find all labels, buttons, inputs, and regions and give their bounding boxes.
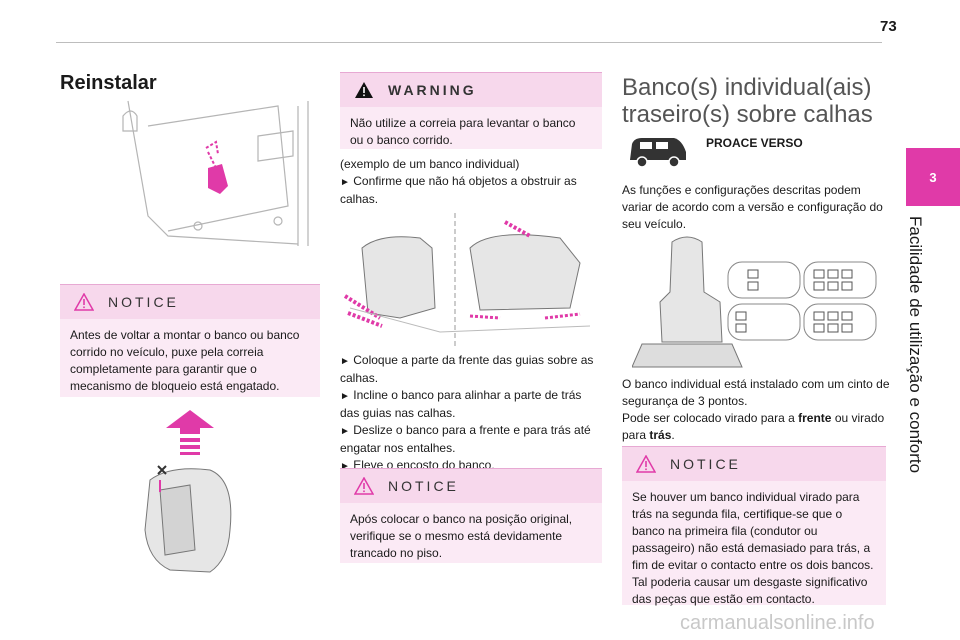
warning-text: Não utilize a correia para levantar o ba… xyxy=(350,116,576,147)
notice-text: Se houver um banco individual virado par… xyxy=(632,490,874,606)
step-3: Incline o banco para alinhar a parte de … xyxy=(340,388,582,420)
page-number: 73 xyxy=(880,18,897,35)
warning-label: WARNING xyxy=(388,82,477,98)
warning-triangle-filled-icon xyxy=(355,82,373,98)
model-label: PROACE VERSO xyxy=(706,136,803,150)
notice-label: NOTICE xyxy=(388,478,459,494)
notice-text: Após colocar o banco na posição original… xyxy=(350,512,573,560)
step-1: Confirme que não há objetos a obstruir a… xyxy=(340,174,577,206)
notice-label: NOTICE xyxy=(108,294,179,310)
step-marker: ► xyxy=(340,177,350,188)
right-intro: As funções e configurações descritas pod… xyxy=(622,183,883,231)
middle-steps: ► Coloque a parte da frente das guias so… xyxy=(340,353,594,472)
middle-intro: (exemplo de um banco individual) ► Confi… xyxy=(340,156,602,208)
chapter-title: Facilidade de utilização e conforto xyxy=(906,216,925,474)
step-2: Coloque a parte da frente das guias sobr… xyxy=(340,353,594,385)
chapter-tab[interactable]: 3 xyxy=(906,148,960,206)
watermark: carmanualsonline.info xyxy=(680,612,875,634)
example-caption: (exemplo de um banco individual) xyxy=(340,157,520,171)
seat-latch-illustration xyxy=(122,100,309,246)
notice-box-left: NOTICE Antes de voltar a montar o banco … xyxy=(60,284,320,397)
van-icon xyxy=(630,138,686,168)
notice-box-middle: NOTICE Após colocar o banco na posição o… xyxy=(340,468,602,563)
right-description: O banco individual está instalado com um… xyxy=(622,377,890,442)
section-heading-rear-seats: Banco(s) individual(ais) traseiro(s) sob… xyxy=(622,74,873,128)
warning-triangle-icon xyxy=(636,455,656,473)
warning-triangle-icon xyxy=(74,293,94,311)
warning-box: WARNING Não utilize a correia para levan… xyxy=(340,72,602,149)
step-4: Deslize o banco para a frente e para trá… xyxy=(340,423,591,455)
seatbelt-line: O banco individual está instalado com um… xyxy=(622,377,890,408)
rear-seat-layout-illustration xyxy=(632,236,877,368)
front-emphasis: frente xyxy=(798,411,832,425)
seat-rail-illustration xyxy=(343,213,591,346)
notice-text: Antes de voltar a montar o banco ou banc… xyxy=(70,328,300,393)
notice-box-right: NOTICE Se houver um banco individual vir… xyxy=(622,446,886,606)
header-rule xyxy=(56,42,882,43)
warning-triangle-icon xyxy=(354,477,374,495)
back-emphasis: trás xyxy=(649,428,672,442)
notice-label: NOTICE xyxy=(670,456,741,472)
seat-lift-illustration xyxy=(144,410,232,573)
section-heading-reinstall: Reinstalar xyxy=(60,72,157,94)
